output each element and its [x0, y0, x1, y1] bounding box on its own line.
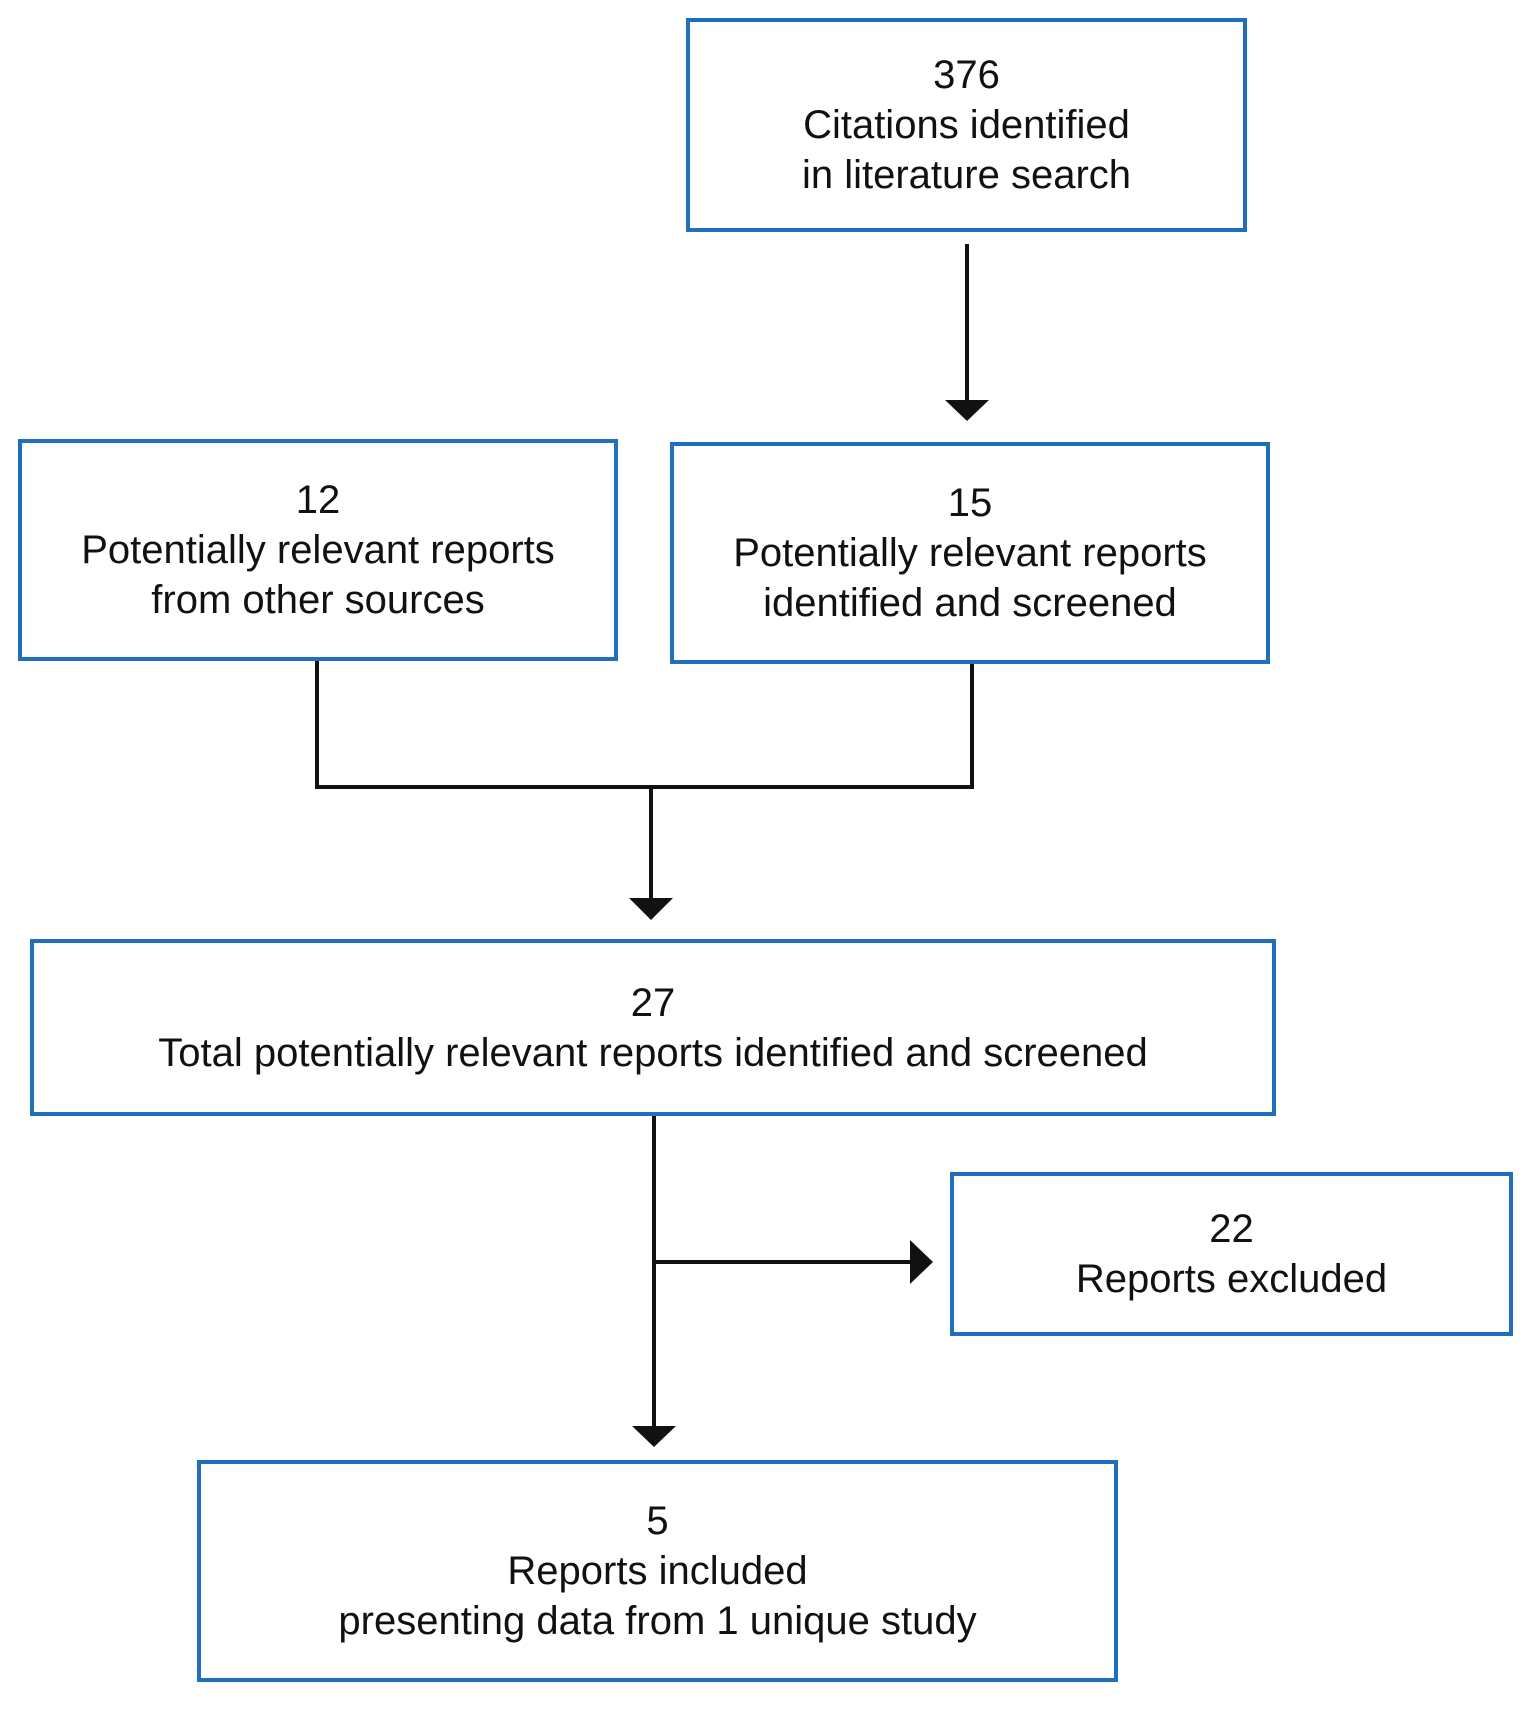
included-label-line2: presenting data from 1 unique study	[338, 1599, 977, 1643]
included-reports-box: 5 Reports included presenting data from …	[197, 1460, 1118, 1682]
arrowhead-to-excluded	[910, 1240, 933, 1284]
included-count: 5	[646, 1499, 669, 1543]
screened-label-line1: Potentially relevant reports	[733, 531, 1207, 575]
citations-label-line1: Citations identified	[803, 103, 1130, 147]
arrowhead-to-total	[629, 898, 673, 920]
citations-count: 376	[933, 53, 1000, 97]
screened-label-line2: identified and screened	[763, 581, 1177, 625]
excluded-reports-box: 22 Reports excluded	[950, 1172, 1513, 1336]
total-count: 27	[630, 980, 676, 1025]
other-sources-label-line1: Potentially relevant reports	[81, 528, 555, 572]
citations-identified-box: 376 Citations identified in literature s…	[686, 18, 1247, 232]
citations-label-line2: in literature search	[801, 153, 1132, 197]
screened-reports-box: 15 Potentially relevant reports identifi…	[670, 442, 1270, 664]
arrowhead-to-screened	[945, 400, 989, 421]
other-sources-count: 12	[295, 478, 341, 522]
arrowhead-to-included	[632, 1426, 676, 1447]
included-label-line1: Reports included	[507, 1549, 808, 1593]
excluded-count: 22	[1209, 1207, 1254, 1251]
total-label: Total potentially relevant reports ident…	[158, 1030, 1148, 1075]
total-reports-box: 27 Total potentially relevant reports id…	[30, 939, 1276, 1116]
other-sources-label-line2: from other sources	[151, 578, 485, 622]
other-sources-box: 12 Potentially relevant reports from oth…	[18, 439, 618, 661]
excluded-label: Reports excluded	[1075, 1257, 1388, 1301]
screened-count: 15	[947, 481, 993, 525]
